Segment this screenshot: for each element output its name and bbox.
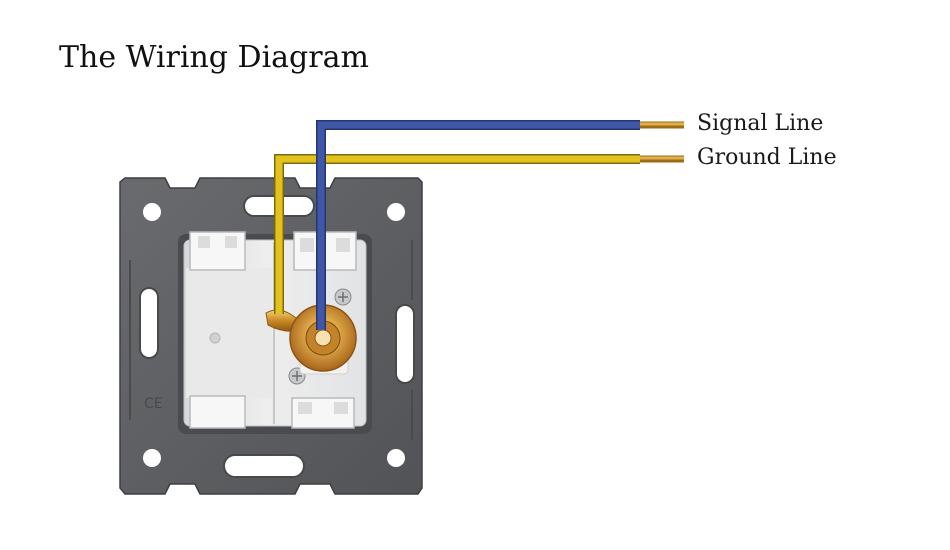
coax-terminal	[265, 304, 357, 375]
mounting-slot	[223, 454, 305, 478]
page-title: The Wiring Diagram	[59, 40, 369, 75]
mounting-hole	[143, 203, 161, 221]
ground-line-label: Ground Line	[697, 145, 837, 170]
signal-wire	[316, 120, 684, 330]
mounting-hole	[387, 449, 405, 467]
signal-line-label: Signal Line	[697, 111, 824, 136]
housing-clip	[189, 395, 246, 429]
mounting-slot	[139, 287, 159, 359]
mounting-hole	[143, 449, 161, 467]
mounting-hole	[387, 203, 405, 221]
ce-mark: CE	[144, 396, 163, 412]
mounting-slot	[395, 304, 415, 384]
ground-wire	[274, 154, 684, 314]
